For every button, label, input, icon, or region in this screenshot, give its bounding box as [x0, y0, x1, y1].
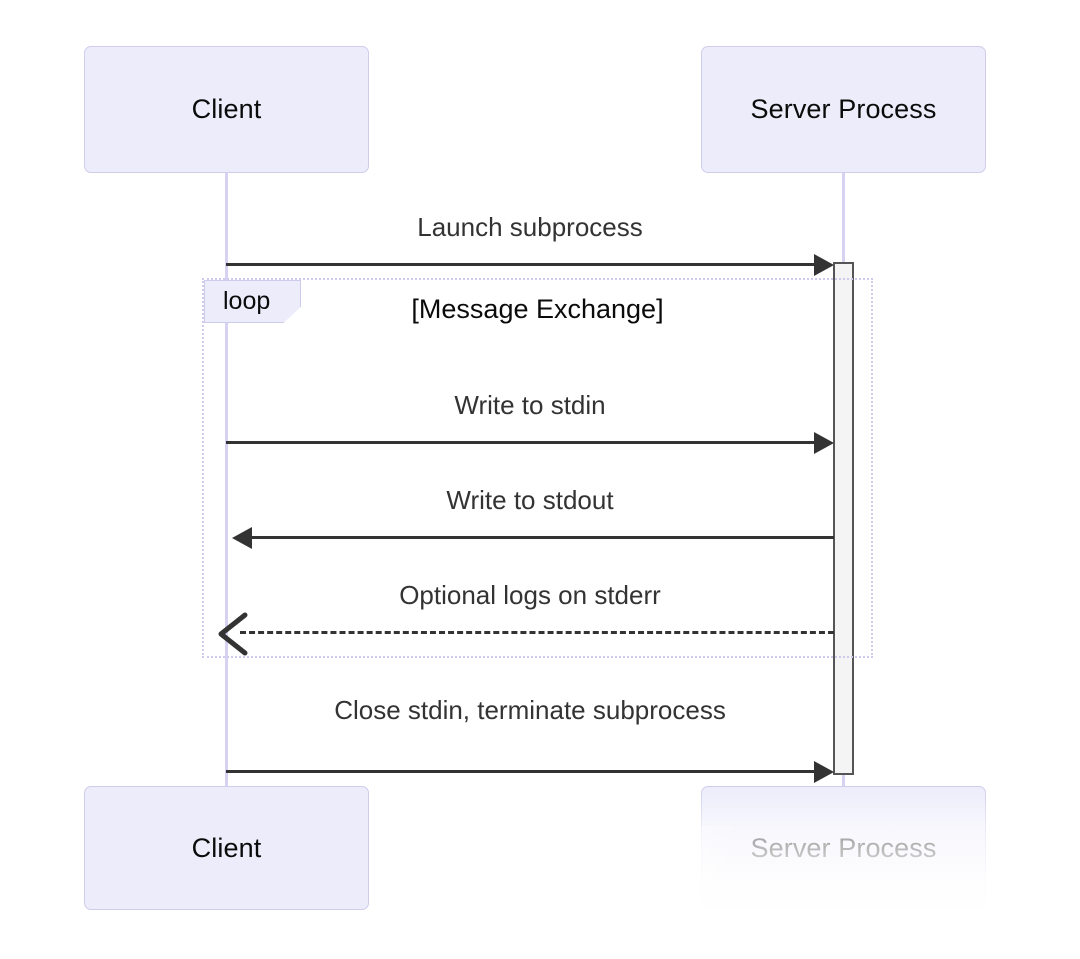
message-line-close-stdin-terminate-subprocess — [226, 770, 826, 773]
activation-bar-server — [833, 262, 854, 775]
message-label-write-to-stdin: Write to stdin — [454, 390, 606, 420]
loop-fragment-tab: loop — [204, 280, 301, 323]
message-line-write-to-stdin — [226, 441, 826, 444]
participant-box-client-bottom[interactable]: Client — [84, 786, 369, 910]
participant-label-server-top: Server Process — [750, 94, 937, 124]
loop-fragment-tab-label: loop — [223, 287, 271, 315]
message-line-optional-logs-on-stderr — [240, 631, 834, 634]
message-line-launch-subprocess — [226, 263, 826, 266]
arrowhead-write-to-stdin — [814, 432, 834, 454]
loop-fragment-title: [Message Exchange] — [411, 294, 664, 324]
participant-label-client-bottom: Client — [191, 832, 262, 863]
lifeline-client — [225, 172, 228, 788]
participant-box-server-top[interactable]: Server Process — [701, 46, 986, 173]
arrowhead-close-stdin-terminate-subprocess — [814, 761, 834, 783]
participant-box-client-top[interactable]: Client — [84, 46, 369, 173]
participant-label-client-top: Client — [191, 94, 262, 124]
participant-box-server-bottom[interactable]: Server Process — [701, 786, 986, 910]
message-label-launch-subprocess: Launch subprocess — [417, 212, 643, 242]
arrowhead-optional-logs-on-stderr — [218, 612, 248, 656]
arrowhead-launch-subprocess — [814, 254, 834, 276]
arrowhead-write-to-stdout — [232, 527, 252, 549]
message-label-close-stdin-terminate-subprocess: Close stdin, terminate subprocess — [334, 695, 726, 725]
message-label-optional-logs-on-stderr: Optional logs on stderr — [399, 580, 661, 610]
message-label-write-to-stdout: Write to stdout — [446, 485, 614, 515]
message-line-write-to-stdout — [252, 536, 834, 539]
participant-label-server-bottom: Server Process — [750, 832, 937, 863]
